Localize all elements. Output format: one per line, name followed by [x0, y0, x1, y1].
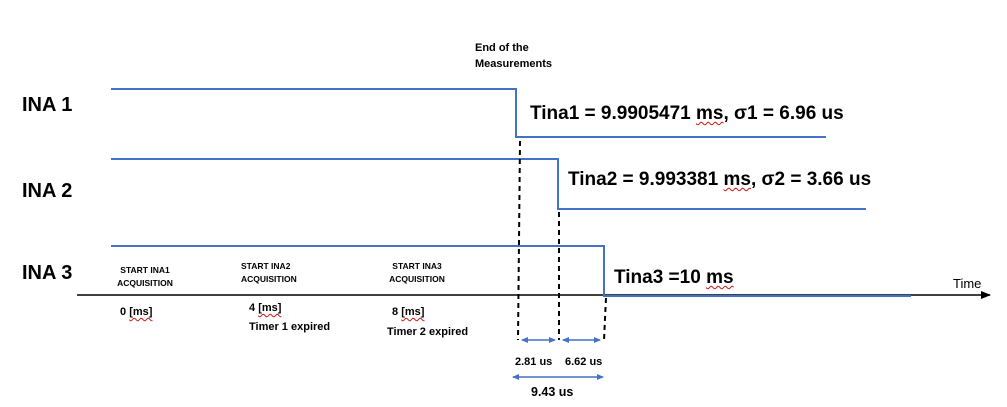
event-start-ina1-line2: ACQUISITION — [117, 278, 173, 288]
end-of-measurements-label: End of the Measurements — [475, 40, 552, 72]
event-time-ina3: 8 [ms] — [392, 306, 424, 318]
row-label-ina3: INA 3 — [22, 262, 73, 284]
ina2-result-sigma: , σ2 = 3.66 us — [750, 169, 872, 190]
event-time-ina3-unit: [ms] — [401, 306, 425, 318]
row-label-ina1: INA 1 — [22, 94, 73, 116]
ina2-signal — [111, 158, 866, 210]
event-time-ina2: 4 [ms] — [249, 302, 281, 314]
event-time-ina1-value: 0 — [120, 306, 130, 318]
ina1-signal — [111, 88, 826, 138]
ina1-result-sigma: , σ1 = 6.96 us — [723, 103, 844, 124]
event-start-ina1: START INA1 ACQUISITION — [112, 264, 178, 290]
event-start-ina2-line2: ACQUISITION — [241, 274, 297, 284]
ina3-result: Tina3 =10 ms — [614, 267, 734, 289]
event-start-ina2: START INA2 ACQUISITION — [241, 260, 297, 286]
event-note-ina3: Timer 2 expired — [387, 326, 469, 338]
ina3-result-prefix: Tina3 =10 — [614, 267, 707, 288]
interval-gap2-label: 6.62 us — [565, 356, 603, 368]
event-start-ina3-line1: START INA3 — [392, 261, 442, 271]
event-time-ina2-value: 4 — [249, 302, 259, 314]
interval-gap1-label: 2.81 us — [515, 356, 553, 368]
ina1-result-unit: ms — [696, 103, 724, 124]
event-time-ina2-unit: [ms] — [258, 302, 282, 314]
ina2-result-prefix: Tina2 = 9.993381 — [568, 169, 724, 190]
ina3-result-unit: ms — [706, 267, 734, 288]
event-start-ina3-line2: ACQUISITION — [389, 274, 445, 284]
end-marker-ina1 — [517, 140, 521, 341]
time-axis-label: Time — [953, 276, 982, 291]
event-start-ina3: START INA3 ACQUISITION — [386, 260, 448, 286]
end-label-line1: End of the — [475, 42, 529, 54]
ina1-result: Tina1 = 9.9905471 ms, σ1 = 6.96 us — [530, 103, 844, 125]
event-time-ina3-value: 8 — [392, 306, 402, 318]
ina2-result-unit: ms — [723, 169, 751, 190]
ina1-result-prefix: Tina1 = 9.9905471 — [530, 103, 697, 124]
row-label-ina2: INA 2 — [22, 180, 73, 202]
event-note-ina2: Timer 1 expired — [249, 321, 331, 333]
end-marker-ina3 — [603, 297, 607, 341]
event-start-ina1-line1: START INA1 — [120, 265, 170, 275]
event-time-ina1: 0 [ms] — [120, 306, 152, 318]
interval-total-label: 9.43 us — [531, 385, 574, 399]
event-start-ina2-line1: START INA2 — [241, 261, 291, 271]
event-time-ina1-unit: [ms] — [129, 306, 153, 318]
ina2-result: Tina2 = 9.993381 ms, σ2 = 3.66 us — [568, 169, 871, 191]
ina3-signal — [111, 245, 911, 297]
end-label-line2: Measurements — [475, 58, 553, 70]
